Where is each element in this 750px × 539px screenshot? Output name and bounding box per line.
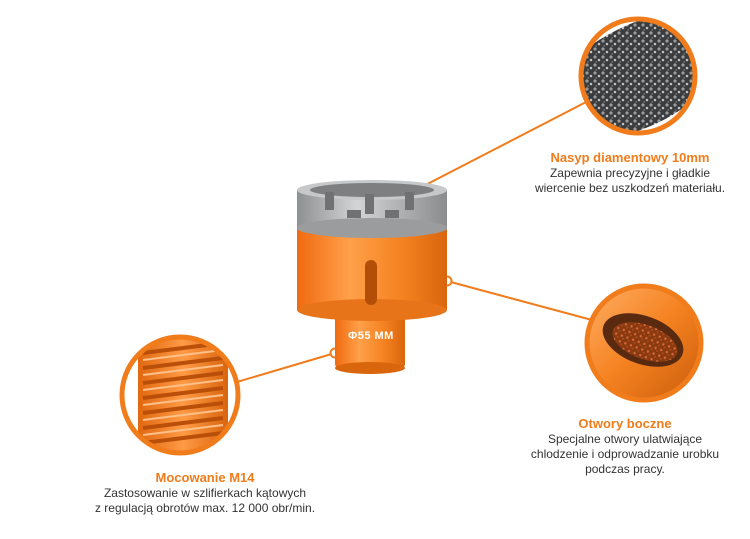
callout-desc-line: chlodzenie i odprowadzanie urobku [530,447,720,461]
callout-title: Nasyp diamentowy 10mm [550,150,710,165]
diamond-crown-bottom [297,218,447,238]
callout-desc-line: Specjalne otwory ulatwiające [547,432,703,446]
callout-title: Otwory boczne [578,416,672,431]
crown-notch [325,192,334,210]
drill-size-label: Φ55 MM [348,330,394,342]
crown-notch [365,194,374,214]
callout-title: Mocowanie M14 [155,470,255,485]
side-slot [365,260,377,305]
crown-notch [385,210,399,218]
callout-desc-line: z regulacją obrotów max. 12 000 obr/min. [94,501,316,515]
m14-thread-detail [119,334,241,456]
connector-side-holes [446,280,593,321]
diamond-crown-inner [310,183,434,197]
connector-diamond [409,99,591,194]
crown-notch [347,210,361,218]
callout-side-holes: Otwory boczne Specjalne otwory ulatwiają… [525,416,725,477]
diamond-grit-detail [578,16,698,136]
callout-diamond-grit: Nasyp diamentowy 10mm Zapewnia precyzyjn… [520,150,740,196]
callout-m14-mount: Mocowanie M14 Zastosowanie w szlifierkac… [70,470,340,516]
drill-shank-base [335,362,405,374]
drill-body-bottom [297,299,447,321]
callout-desc-line: podczas pracy. [585,462,665,476]
connector-thread [229,352,336,385]
side-holes-detail [584,283,704,403]
crown-notch [405,192,414,210]
callout-desc-line: Zapewnia precyzyjne i gładkie [549,166,711,180]
diamond-drill-bit-illustration [297,180,447,374]
callout-desc-line: Zastosowanie w szlifierkach kątowych [103,486,307,500]
callout-desc-line: wiercenie bez uszkodzeń materiału. [534,181,726,195]
